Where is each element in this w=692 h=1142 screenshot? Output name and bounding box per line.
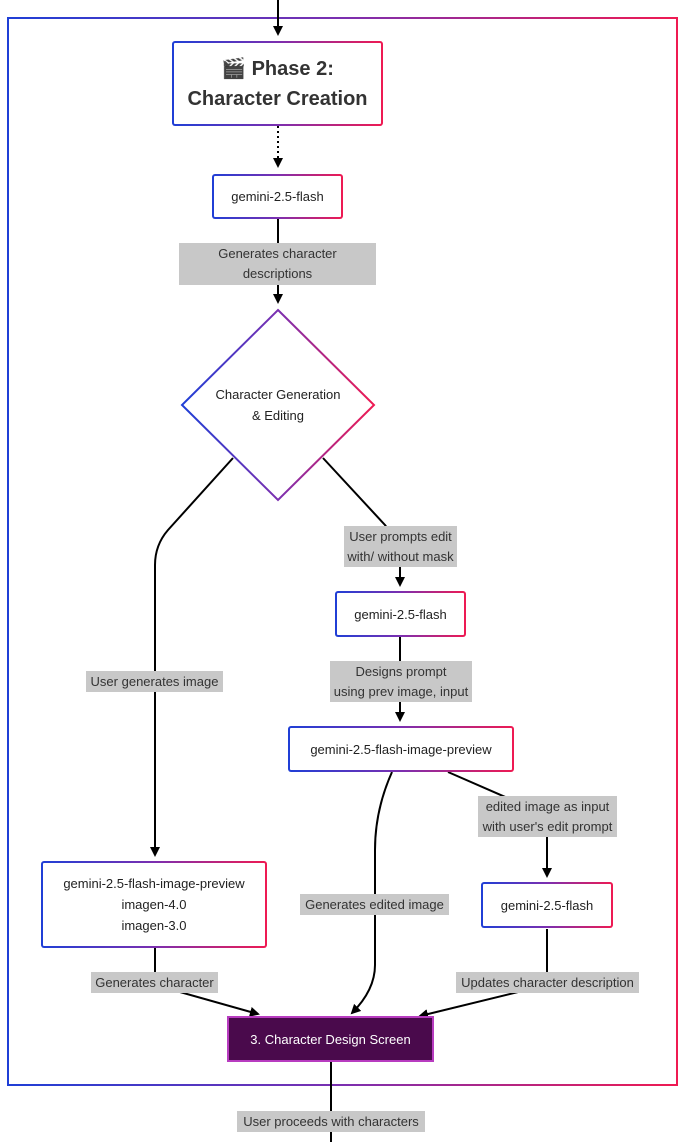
label-user-generates-image: User generates image — [86, 671, 223, 692]
clapperboard-icon: 🎬 — [221, 57, 247, 80]
phase-2-cluster — [7, 17, 678, 1086]
flash-top-node: gemini-2.5-flash — [212, 174, 343, 219]
edge-decision-to-image-gen — [150, 457, 234, 857]
decision-label: Character Generation & Editing — [215, 387, 341, 423]
flash-bottom-node: gemini-2.5-flash — [481, 882, 613, 928]
label-designs-prompt: Designs prompt using prev image, input — [330, 661, 472, 702]
phase-title-node: 🎬 Phase 2: Character Creation — [172, 41, 383, 126]
character-design-screen-node[interactable]: 3. Character Design Screen — [227, 1016, 434, 1062]
label-generates-edited-image: Generates edited image — [300, 894, 449, 915]
label-generates-descriptions: Generates character descriptions — [179, 243, 376, 285]
label-user-prompts-edit: User prompts edit with/ without mask — [344, 526, 457, 567]
flash-edit-node: gemini-2.5-flash — [335, 591, 466, 637]
label-generates-character: Generates character — [91, 972, 218, 993]
image-generation-node: gemini-2.5-flash-image-preview imagen-4.… — [41, 861, 267, 948]
image-preview-node: gemini-2.5-flash-image-preview — [288, 726, 514, 772]
edge-preview-to-final — [350, 771, 393, 1015]
label-user-proceeds: User proceeds with characters — [237, 1111, 425, 1132]
phase-title-line1: 🎬 Phase 2: — [221, 57, 334, 80]
label-updates-description: Updates character description — [456, 972, 639, 993]
flash-top-label: gemini-2.5-flash — [231, 189, 324, 204]
label-edited-image-input: edited image as input with user's edit p… — [478, 796, 617, 837]
decision-diamond — [180, 308, 376, 502]
phase-title-line2: Character Creation — [187, 87, 368, 110]
